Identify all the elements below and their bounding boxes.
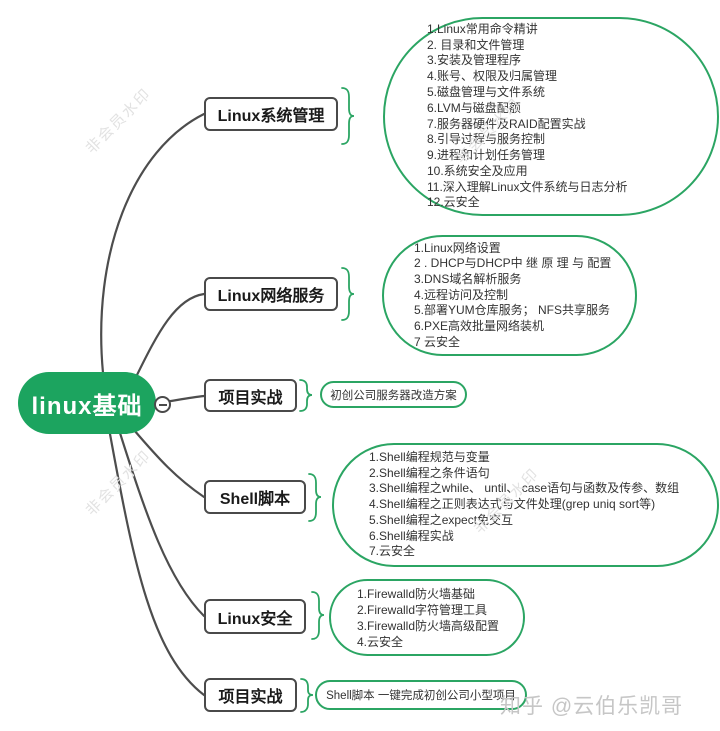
credit-watermark: 知乎 @云伯乐凯哥	[500, 695, 684, 718]
bubble-linux-network-services[interactable]: 1.Linux网络设置 2 . DHCP与DHCP中 继 原 理 与 配置 3.…	[382, 235, 637, 356]
collapse-button[interactable]	[154, 396, 171, 413]
bubble-item: 9.进程和计划任务管理	[427, 148, 546, 163]
bubble-linux-security[interactable]: 1.Firewalld防火墙基础 2.Firewalld字符管理工具 3.Fir…	[329, 579, 525, 656]
branch-project-practice-1[interactable]: 项目实战	[204, 379, 297, 412]
bubble-item: 1.Linux网络设置	[414, 240, 501, 255]
bubble-item: 3.Shell编程之while、 until、 case语句与函数及传参、数组	[369, 481, 680, 496]
bubble-item: 3.Firewalld防火墙高级配置	[357, 618, 500, 633]
brace-icon	[311, 591, 325, 640]
bubble-item: 7.服务器硬件及RAID配置实战	[427, 116, 586, 131]
bubble-item: 5.Shell编程之expect免交互	[369, 512, 514, 527]
bubble-item: 2.Firewalld字符管理工具	[357, 602, 488, 617]
bubble-item: 4.远程访问及控制	[414, 287, 509, 302]
connector-line-shell	[132, 428, 206, 499]
bubble-item: 6.PXE高效批量网络装机	[414, 319, 545, 334]
connector-line-project2	[108, 432, 206, 697]
bubble-item: 1.Linux常用命令精讲	[427, 21, 538, 36]
brace-icon	[299, 379, 313, 412]
branch-project-practice-2[interactable]: 项目实战	[204, 678, 297, 712]
bubble-item: 11.深入理解Linux文件系统与日志分析	[427, 179, 628, 194]
connector-line-system	[100, 112, 206, 375]
branch-linux-security[interactable]: Linux安全	[204, 599, 306, 634]
bubble-item: 6.LVM与磁盘配额	[427, 100, 521, 115]
bubble-item: 5.部署YUM仓库服务； NFS共享服务	[414, 303, 611, 318]
bubble-shell-script[interactable]: 1.Shell编程规范与变量 2.Shell编程之条件语句 3.Shell编程之…	[332, 443, 719, 567]
connector-line-security	[118, 431, 206, 618]
bubble-item: 5.磁盘管理与文件系统	[427, 84, 546, 99]
root-node-linux-basics[interactable]: linux基础	[18, 372, 156, 434]
bubble-item: 2. 目录和文件管理	[427, 37, 525, 52]
bubble-item: 2.Shell编程之条件语句	[369, 465, 490, 480]
bubble-item: 3.安装及管理程序	[427, 53, 522, 68]
bubble-item: 1.Shell编程规范与变量	[369, 449, 490, 464]
bubble-item: 1.Firewalld防火墙基础	[357, 586, 476, 601]
bubble-item: 4.Shell编程之正则表达式与文件处理(grep uniq sort等)	[369, 497, 656, 512]
brace-icon	[300, 678, 314, 713]
bubble-item: 4.云安全	[357, 634, 404, 649]
brace-icon	[341, 87, 355, 145]
bubble-item: 2 . DHCP与DHCP中 继 原 理 与 配置	[414, 256, 612, 271]
bubble-item: 12.云安全	[427, 195, 480, 210]
minus-icon	[158, 403, 167, 406]
connector-line-network	[134, 292, 206, 379]
bubble-item: 4.账号、权限及归属管理	[427, 69, 558, 84]
bubble-item: 10.系统安全及应用	[427, 163, 528, 178]
branch-linux-system-management[interactable]: Linux系统管理	[204, 97, 338, 131]
brace-icon	[308, 473, 322, 522]
brace-icon	[341, 267, 355, 321]
branch-shell-script[interactable]: Shell脚本	[204, 480, 306, 514]
bubble-item: 3.DNS域名解析服务	[414, 271, 522, 286]
bubble-item: 8.引导过程与服务控制	[427, 132, 546, 147]
bubble-linux-system-management[interactable]: 1.Linux常用命令精讲 2. 目录和文件管理 3.安装及管理程序 4.账号、…	[383, 17, 719, 216]
bubble-item: 6.Shell编程实战	[369, 528, 454, 543]
bubble-item: 7.云安全	[369, 544, 416, 559]
branch-linux-network-services[interactable]: Linux网络服务	[204, 277, 338, 311]
bubble-item: 7 云安全	[414, 334, 461, 349]
bubble-project-practice-2[interactable]: Shell脚本 一键完成初创公司小型项目	[315, 680, 527, 710]
bubble-project-practice-1[interactable]: 初创公司服务器改造方案	[320, 381, 467, 408]
